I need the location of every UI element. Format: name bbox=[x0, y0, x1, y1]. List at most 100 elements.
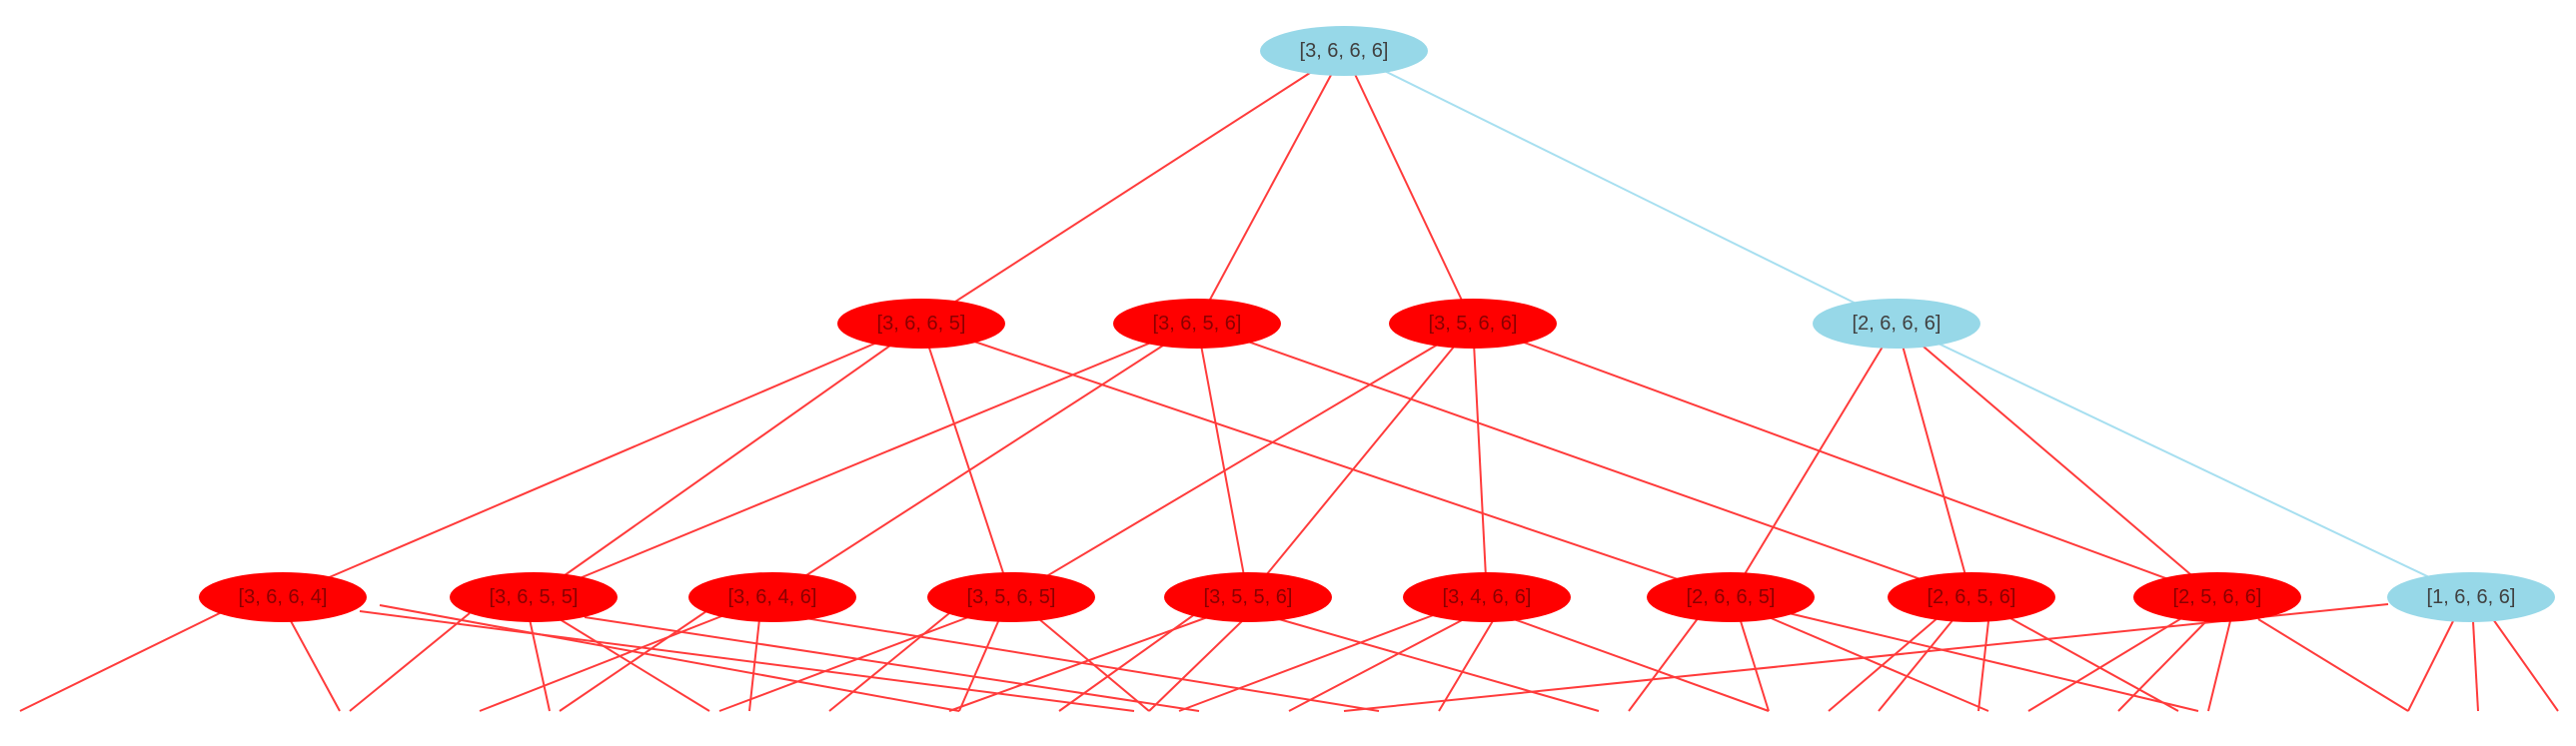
edge-stub bbox=[2257, 618, 2409, 712]
edge-n3656-n2656 bbox=[1196, 323, 1972, 598]
graph-node-1666[interactable]: [1, 6, 6, 6] bbox=[2387, 572, 2555, 622]
edge-stub bbox=[584, 616, 1200, 712]
edge-stub bbox=[748, 618, 760, 712]
edge-n3665-n3664 bbox=[282, 323, 922, 598]
node-ellipse bbox=[199, 572, 367, 622]
graph-node-2566[interactable]: [2, 5, 6, 6] bbox=[2133, 572, 2301, 622]
node-layer: [3, 6, 6, 6] [3, 6, 6, 5] [3, 6, 5, 6] [3, … bbox=[199, 26, 2555, 622]
node-ellipse bbox=[1113, 299, 1281, 349]
node-label: [2, 6, 5, 6] bbox=[1928, 586, 2016, 608]
edge-stub bbox=[2472, 620, 2479, 712]
edge-stub bbox=[559, 608, 710, 712]
graph-node-3565[interactable]: [3, 5, 6, 5] bbox=[927, 572, 1095, 622]
edge-layer bbox=[282, 50, 2472, 598]
edge-n3656-n3556 bbox=[1196, 323, 1249, 598]
edge-n3566-n3466 bbox=[1472, 323, 1488, 598]
graph-node-3666[interactable]: [3, 6, 6, 6] bbox=[1260, 26, 1428, 76]
node-label: [3, 5, 5, 6] bbox=[1204, 586, 1293, 608]
node-ellipse bbox=[688, 572, 856, 622]
edge-stub bbox=[2027, 616, 2184, 712]
graph-node-2665[interactable]: [2, 6, 6, 5] bbox=[1647, 572, 1815, 622]
edge-stub bbox=[559, 618, 710, 712]
node-ellipse bbox=[2133, 572, 2301, 622]
graph-node-3664[interactable]: [3, 6, 6, 4] bbox=[199, 572, 367, 622]
edge-stub bbox=[1740, 620, 1770, 712]
edge-stub bbox=[798, 616, 1380, 712]
graph-node-2666[interactable]: [2, 6, 6, 6] bbox=[1813, 299, 1980, 349]
edge-stub bbox=[349, 612, 471, 712]
edge-stub bbox=[1513, 618, 1770, 712]
edge-stub bbox=[828, 608, 955, 712]
edge-n3666-n3566 bbox=[1343, 50, 1474, 325]
edge-stub bbox=[1288, 618, 1465, 712]
graph-node-3466[interactable]: [3, 4, 6, 6] bbox=[1403, 572, 1571, 622]
node-label: [2, 6, 6, 6] bbox=[1853, 313, 1941, 335]
node-label: [3, 4, 6, 6] bbox=[1443, 586, 1532, 608]
edge-stub bbox=[1438, 618, 1495, 712]
graph-node-3566[interactable]: [3, 5, 6, 6] bbox=[1389, 299, 1557, 349]
edge-n2666-n2656 bbox=[1896, 323, 1972, 598]
node-ellipse bbox=[1647, 572, 1815, 622]
edge-n3666-n2666 bbox=[1343, 50, 1898, 325]
node-label: [3, 6, 4, 6] bbox=[728, 586, 817, 608]
node-label: [2, 6, 6, 5] bbox=[1687, 586, 1776, 608]
edge-n2666-n2665 bbox=[1730, 323, 1898, 598]
edge-n3566-n3556 bbox=[1247, 323, 1474, 598]
graph-node-3556[interactable]: [3, 5, 5, 6] bbox=[1164, 572, 1332, 622]
edge-stub bbox=[1828, 616, 1939, 712]
node-label: [2, 5, 6, 6] bbox=[2173, 586, 2262, 608]
edge-n3666-n3665 bbox=[920, 50, 1345, 325]
edge-stub bbox=[289, 618, 341, 712]
node-label: [3, 5, 6, 5] bbox=[967, 586, 1056, 608]
edge-stub bbox=[1038, 618, 1150, 712]
edge-n2666-n2566 bbox=[1896, 323, 2218, 598]
node-ellipse bbox=[927, 572, 1095, 622]
edge-stub bbox=[379, 604, 960, 712]
edge-stub bbox=[1628, 616, 1700, 712]
graph-node-3656[interactable]: [3, 6, 5, 6] bbox=[1113, 299, 1281, 349]
node-label: [3, 6, 6, 6] bbox=[1300, 40, 1389, 62]
edge-stub bbox=[1788, 612, 2199, 712]
edge-stub bbox=[1278, 618, 1600, 712]
node-ellipse bbox=[837, 299, 1005, 349]
edge-stub bbox=[2207, 620, 2231, 712]
edge-stub bbox=[1768, 616, 1989, 712]
edge-stub bbox=[1058, 610, 1200, 712]
node-ellipse bbox=[1813, 299, 1980, 349]
edge-n3665-n3565 bbox=[920, 323, 1012, 598]
graph-node-3655[interactable]: [3, 6, 5, 5] bbox=[450, 572, 618, 622]
edge-n3666-n3656 bbox=[1196, 50, 1345, 325]
graph-node-2656[interactable]: [2, 6, 5, 6] bbox=[1888, 572, 2055, 622]
edge-stub bbox=[1178, 610, 1445, 712]
node-label: [3, 6, 5, 5] bbox=[490, 586, 579, 608]
edge-n3656-n3646 bbox=[771, 323, 1198, 598]
edge-stub bbox=[1977, 620, 1989, 712]
edge-stub bbox=[479, 610, 735, 712]
node-ellipse bbox=[1403, 572, 1571, 622]
edge-stub bbox=[2407, 620, 2454, 712]
node-ellipse bbox=[2387, 572, 2555, 622]
graph-node-3665[interactable]: [3, 6, 6, 5] bbox=[837, 299, 1005, 349]
node-label: [1, 6, 6, 6] bbox=[2427, 586, 2516, 608]
edge-stub bbox=[2007, 616, 2179, 712]
edge-n3566-n3565 bbox=[1010, 323, 1474, 598]
edge-n3665-n2665 bbox=[920, 323, 1732, 598]
edge-n3656-n3655 bbox=[533, 323, 1198, 598]
edge-n3566-n2566 bbox=[1472, 323, 2218, 598]
node-label: [3, 6, 5, 6] bbox=[1153, 313, 1242, 335]
edge-stub bbox=[359, 610, 1135, 712]
edge-stub bbox=[958, 618, 1000, 712]
edge-stub bbox=[1148, 618, 1245, 712]
edge-stub bbox=[529, 618, 551, 712]
node-label: [3, 6, 6, 5] bbox=[877, 313, 966, 335]
edge-stub bbox=[718, 610, 985, 712]
edge-n2666-n1666 bbox=[1896, 323, 2472, 598]
graph-node-3646[interactable]: [3, 6, 4, 6] bbox=[688, 572, 856, 622]
edge-stub bbox=[2492, 618, 2559, 712]
edge-stub bbox=[2117, 618, 2209, 712]
node-ellipse bbox=[1389, 299, 1557, 349]
node-ellipse bbox=[1888, 572, 2055, 622]
edge-n3665-n3655 bbox=[533, 323, 922, 598]
node-ellipse bbox=[1164, 572, 1332, 622]
